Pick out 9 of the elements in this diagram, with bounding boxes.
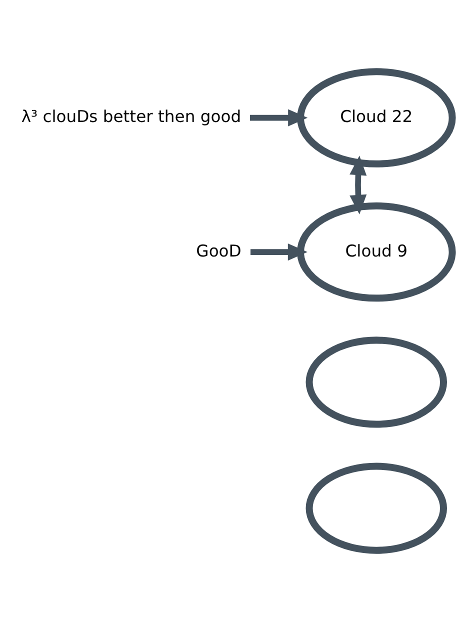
node-text: GooD — [196, 241, 242, 260]
node-ellipse: Cloud 22 — [297, 68, 456, 168]
arrow — [250, 109, 308, 126]
node-cloud — [306, 462, 448, 554]
node-text: λ³ clouDs better then good — [21, 107, 242, 126]
node-ellipse: Cloud 9 — [297, 202, 456, 302]
arrow — [250, 244, 308, 261]
node-cloud — [306, 336, 448, 428]
arrow — [350, 156, 367, 214]
